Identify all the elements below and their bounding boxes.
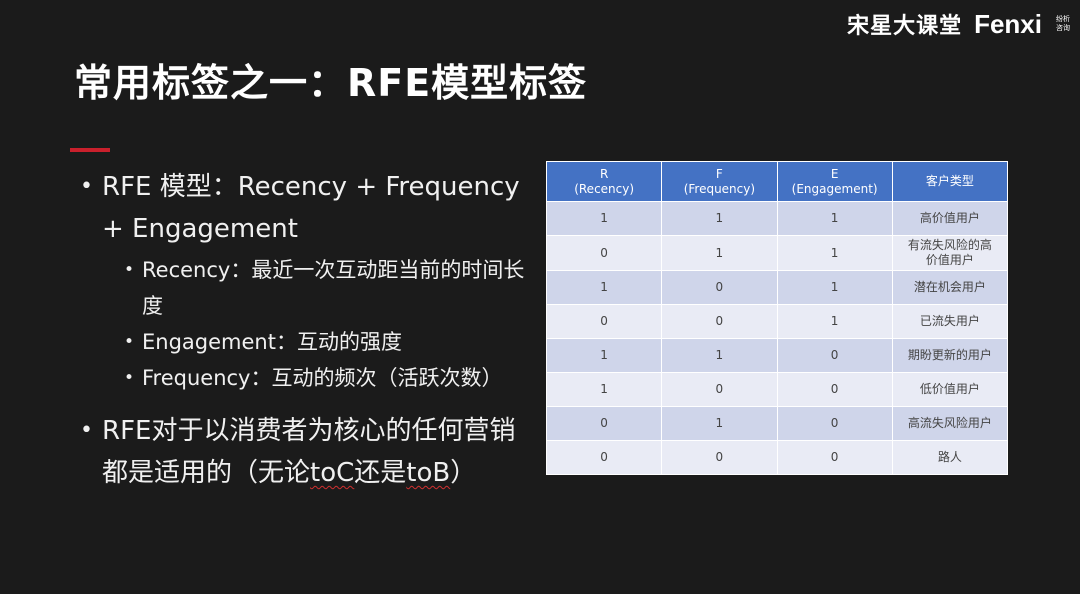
bullet-rfe-applicability: RFE对于以消费者为核心的任何营销都是适用的（无论toC还是toB） <box>80 410 540 494</box>
table-cell: 0 <box>776 406 893 441</box>
table-cell: 1 <box>661 235 778 271</box>
bullet-rfe-model: RFE 模型：Recency + Frequency + Engagement <box>80 166 540 250</box>
table-cell: 有流失风险的高价值用户 <box>891 235 1009 271</box>
rfe-table: R(Recency) F(Frequency) E(Engagement) 客户… <box>545 161 1009 475</box>
table-cell: 0 <box>661 372 778 407</box>
logo-english-text: Fenxi <box>974 8 1042 39</box>
table-cell: 0 <box>776 372 893 407</box>
table-cell: 1 <box>776 304 893 339</box>
table-cell: 0 <box>661 270 778 305</box>
header-r: R(Recency) <box>545 161 663 202</box>
title-accent-bar <box>70 148 110 152</box>
table-cell: 1 <box>661 338 778 373</box>
slide-title: 常用标签之一：RFE模型标签 <box>74 61 588 105</box>
toc-text: toC <box>310 458 355 488</box>
table-row: 1 0 0 低价值用户 <box>545 372 1009 407</box>
sub-bullet-engagement: Engagement：互动的强度 <box>124 324 540 360</box>
table-cell: 0 <box>545 304 663 339</box>
table-cell: 1 <box>661 406 778 441</box>
table-cell: 0 <box>661 304 778 339</box>
table-cell: 1 <box>661 201 778 236</box>
tob-text: toB <box>406 458 451 488</box>
table-cell: 潜在机会用户 <box>891 270 1009 305</box>
table-row: 0 0 0 路人 <box>545 440 1009 475</box>
sub-bullet-frequency: Frequency：互动的频次（活跃次数） <box>124 360 540 396</box>
table-row: 0 0 1 已流失用户 <box>545 304 1009 339</box>
bullet-list: RFE 模型：Recency + Frequency + Engagement … <box>80 166 540 494</box>
table-cell: 已流失用户 <box>891 304 1009 339</box>
table-cell: 0 <box>776 338 893 373</box>
applicability-text-end: ） <box>450 458 477 488</box>
header-f: F(Frequency) <box>661 161 778 202</box>
table-cell: 0 <box>661 440 778 475</box>
table-cell: 1 <box>545 372 663 407</box>
table-cell: 0 <box>545 235 663 271</box>
table-row: 1 1 0 期盼更新的用户 <box>545 338 1009 373</box>
table-cell: 0 <box>545 406 663 441</box>
table-cell: 高流失风险用户 <box>891 406 1009 441</box>
table-cell: 低价值用户 <box>891 372 1009 407</box>
table-row: 1 0 1 潜在机会用户 <box>545 270 1009 305</box>
table-cell: 1 <box>776 235 893 271</box>
logo-subtext: 纷析 咨询 <box>1056 15 1070 33</box>
logo-chinese-text: 宋星大课堂 <box>847 13 963 39</box>
table-cell: 1 <box>776 270 893 305</box>
brand-logo: 宋星大课堂 Fenxi 纷析 咨询 <box>847 8 1070 40</box>
table-cell: 1 <box>545 270 663 305</box>
table-header-row: R(Recency) F(Frequency) E(Engagement) 客户… <box>545 161 1009 202</box>
logo-subtext-line1: 纷析 <box>1056 15 1070 23</box>
table-cell: 0 <box>545 440 663 475</box>
header-e: E(Engagement) <box>776 161 893 202</box>
header-customer-type: 客户类型 <box>891 161 1009 202</box>
table-row: 1 1 1 高价值用户 <box>545 201 1009 236</box>
table-cell: 高价值用户 <box>891 201 1009 236</box>
table-cell: 期盼更新的用户 <box>891 338 1009 373</box>
sub-bullet-recency: Recency：最近一次互动距当前的时间长度 <box>124 252 540 324</box>
applicability-text-start: RFE对于以消费者为核心的任何营销都是适用的（无论 <box>102 416 516 488</box>
table-cell: 1 <box>545 338 663 373</box>
sub-bullet-list: Recency：最近一次互动距当前的时间长度 Engagement：互动的强度 … <box>80 252 540 396</box>
table-cell: 路人 <box>891 440 1009 475</box>
table-row: 0 1 1 有流失风险的高价值用户 <box>545 235 1009 271</box>
applicability-text-mid: 还是 <box>354 458 407 488</box>
table-row: 0 1 0 高流失风险用户 <box>545 406 1009 441</box>
table-cell: 1 <box>776 201 893 236</box>
table-cell: 0 <box>776 440 893 475</box>
logo-subtext-line2: 咨询 <box>1056 24 1070 32</box>
table-cell: 1 <box>545 201 663 236</box>
